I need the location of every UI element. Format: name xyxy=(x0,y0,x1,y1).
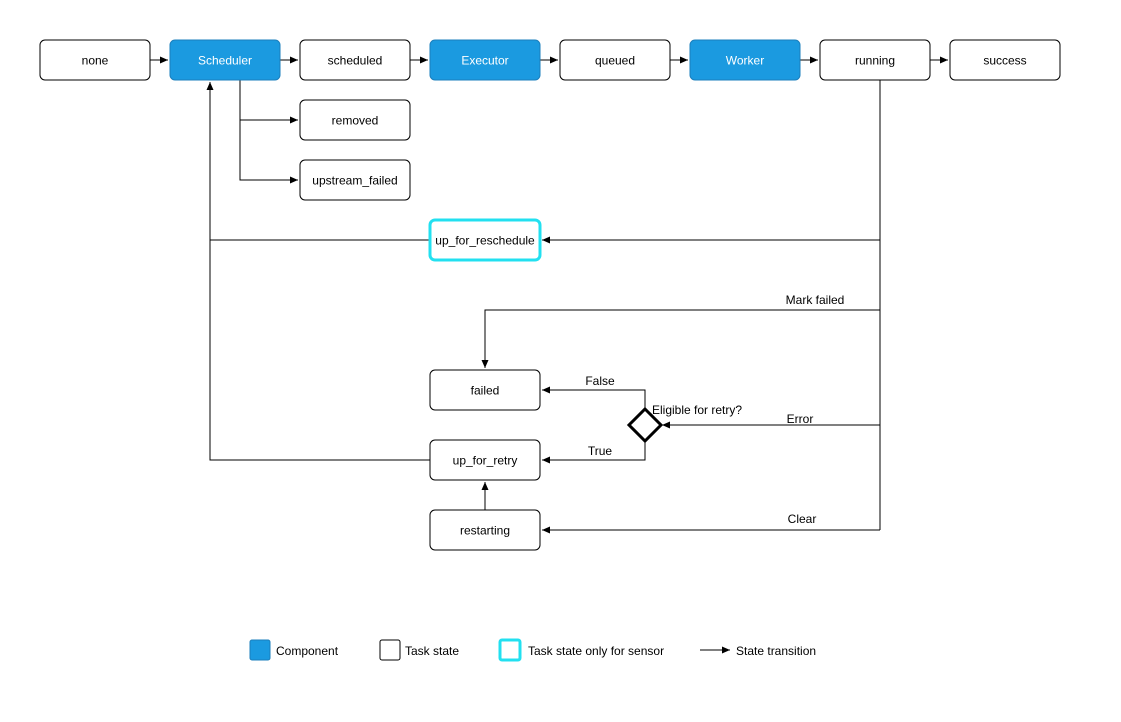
label-false: False xyxy=(585,374,615,388)
node-queued: queued xyxy=(559,39,671,81)
node-scheduled-label: scheduled xyxy=(328,54,383,68)
sensor-node-up-for-reschedule: up_for_reschedule xyxy=(428,218,542,262)
edge-decision-to-failed xyxy=(542,386,646,408)
edge-scheduler-to-upstream-failed xyxy=(239,120,298,184)
legend-transition-label: State transition xyxy=(736,644,816,658)
edge-scheduler-to-removed xyxy=(239,80,298,124)
node-scheduled: scheduled xyxy=(299,39,411,81)
component-scheduler-label: Scheduler xyxy=(198,54,252,68)
legend-component-swatch xyxy=(249,639,271,661)
node-upstream-failed-label: upstream_failed xyxy=(312,174,397,188)
legend-task-state-label: Task state xyxy=(405,644,459,658)
node-success-label: success xyxy=(983,54,1026,68)
edge-decision-to-up-for-retry xyxy=(542,442,646,464)
component-worker: Worker xyxy=(689,39,801,81)
node-failed: failed xyxy=(429,369,541,411)
label-mark-failed: Mark failed xyxy=(786,293,845,307)
decision-diamond-shape xyxy=(626,406,664,444)
node-up-for-reschedule-label: up_for_reschedule xyxy=(435,234,535,248)
node-running: running xyxy=(819,39,931,81)
legend-sensor-swatch xyxy=(498,638,522,662)
node-restarting-label: restarting xyxy=(460,524,510,538)
node-failed-label: failed xyxy=(471,384,500,398)
edge-up-for-retry-to-scheduler xyxy=(206,82,430,461)
legend: Component Task state Task state only for… xyxy=(249,638,816,662)
label-clear: Clear xyxy=(788,512,817,526)
node-none: none xyxy=(39,39,151,81)
node-queued-label: queued xyxy=(595,54,635,68)
component-worker-label: Worker xyxy=(726,54,764,68)
node-running-label: running xyxy=(855,54,895,68)
edge-running-to-failed xyxy=(481,309,880,368)
node-removed: removed xyxy=(299,99,411,141)
legend-sensor-label: Task state only for sensor xyxy=(528,644,664,658)
label-error: Error xyxy=(787,412,814,426)
label-true: True xyxy=(588,444,613,458)
component-executor-label: Executor xyxy=(461,54,508,68)
edge-labels: Mark failed Error False True Clear xyxy=(585,293,844,526)
node-none-label: none xyxy=(82,54,109,68)
decision-label: Eligible for retry? xyxy=(652,403,742,417)
component-executor: Executor xyxy=(429,39,541,81)
node-success: success xyxy=(949,39,1061,81)
node-up-for-retry: up_for_retry xyxy=(429,439,541,481)
decision-eligible-for-retry: Eligible for retry? xyxy=(626,403,742,444)
edges xyxy=(150,56,948,534)
legend-task-state-swatch xyxy=(379,639,401,661)
node-removed-label: removed xyxy=(332,114,379,128)
node-up-for-retry-label: up_for_retry xyxy=(453,454,518,468)
node-restarting: restarting xyxy=(429,509,541,551)
node-upstream-failed: upstream_failed xyxy=(299,159,411,201)
legend-component-label: Component xyxy=(276,644,339,658)
component-scheduler: Scheduler xyxy=(169,39,281,81)
